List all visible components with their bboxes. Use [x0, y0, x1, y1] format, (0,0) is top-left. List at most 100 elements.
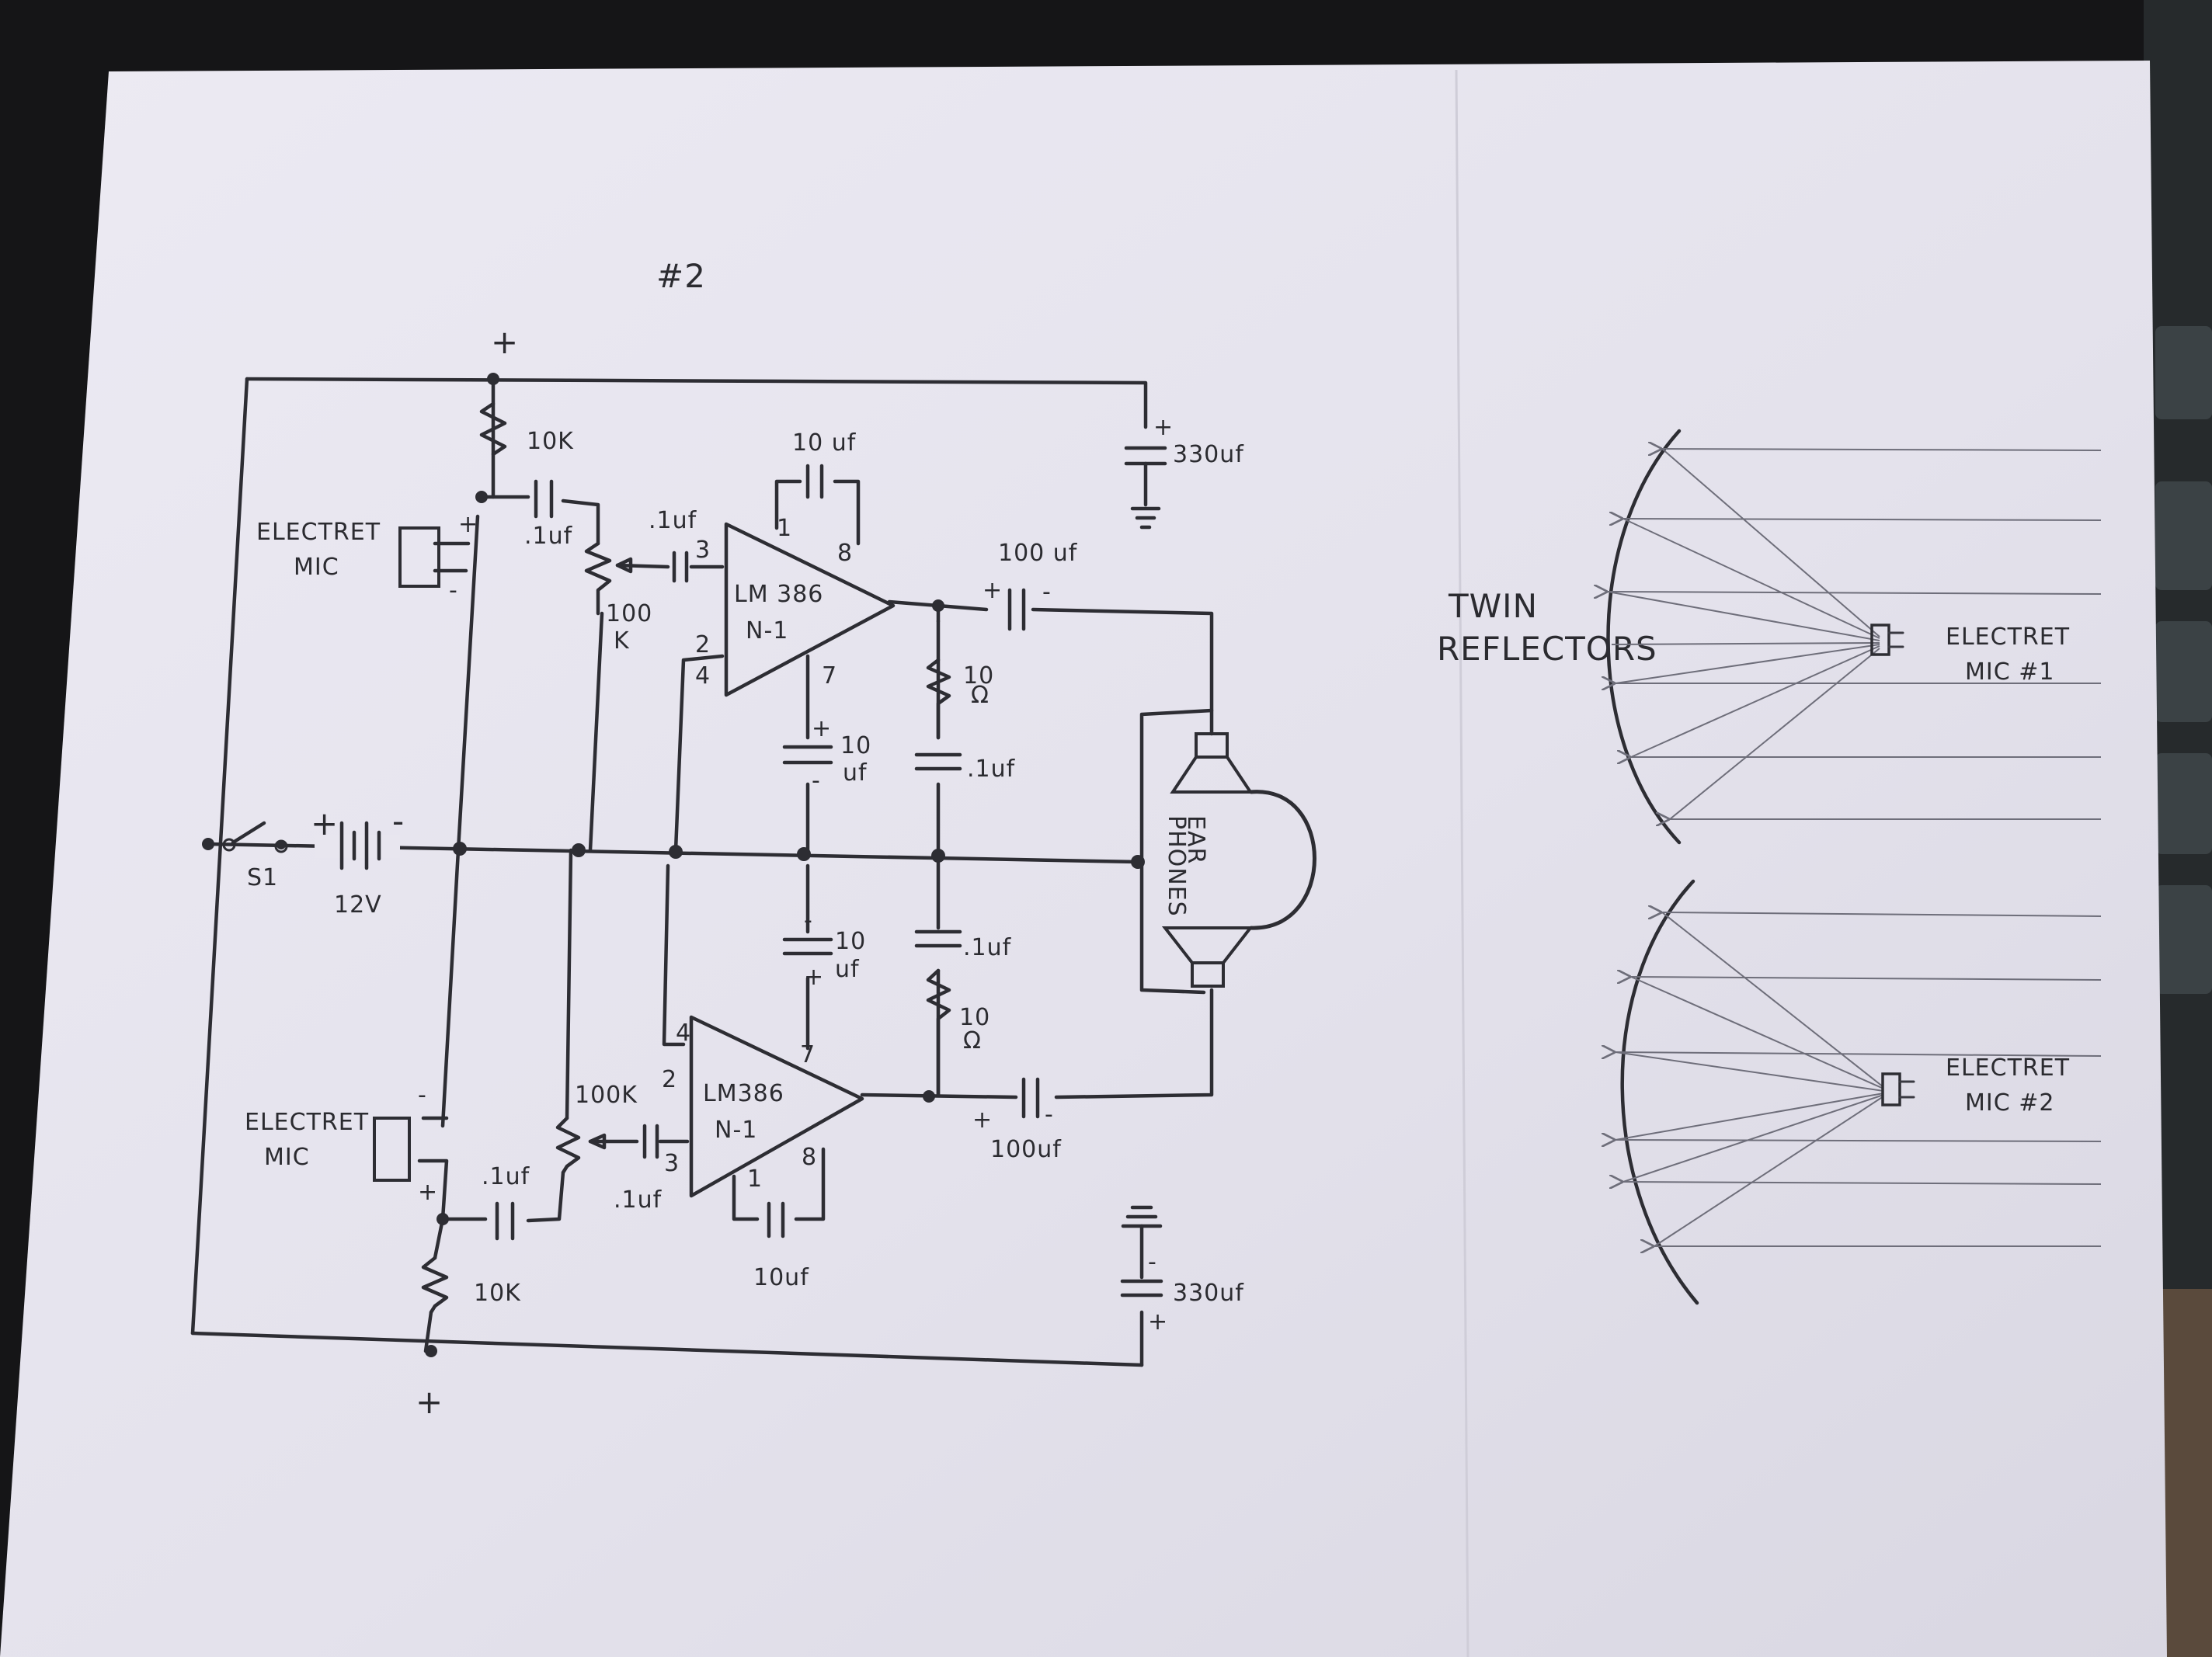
gain-cap-lower-label: 10uf: [753, 1264, 809, 1291]
power-switch: [222, 821, 288, 853]
lm386-lower: [689, 1015, 864, 1198]
coupling-cap-upper-label: .1uf: [524, 523, 573, 550]
volume-pot-lower: [555, 1116, 581, 1175]
upper-pin1: 1: [777, 515, 792, 542]
zobel-resistor-upper-unit: Ω: [971, 682, 989, 709]
pot-wiper-arrow-upper: [615, 557, 633, 574]
reflector-mic-2: [1881, 1072, 1901, 1106]
mic-lower-plus: +: [418, 1179, 438, 1206]
mic-upper-label-1: ELECTRET: [256, 519, 381, 546]
lm386-upper: [724, 522, 896, 697]
laptop-key: [2155, 753, 2212, 854]
bypass-cap-upper-minus: -: [812, 767, 821, 794]
lm386-upper-label-2: N-1: [746, 617, 788, 644]
mic-lower-minus: -: [418, 1082, 427, 1109]
output-cap-lower: [1021, 1077, 1040, 1119]
input-cap-lower: [642, 1124, 659, 1159]
lm386-lower-label-1: LM386: [703, 1080, 784, 1107]
laptop-key: [2155, 885, 2212, 994]
input-cap-upper: [672, 551, 689, 583]
filter-cap-lower-minus: -: [1148, 1249, 1157, 1276]
coupling-cap-upper: [534, 479, 554, 519]
lower-pin4: 4: [676, 1020, 691, 1047]
resistor-10k-upper-label: 10K: [527, 428, 574, 455]
zobel-resistor-lower-value: 10: [959, 1004, 990, 1031]
filter-cap-upper-plus: +: [1153, 414, 1174, 441]
resistor-10k-lower-label: 10K: [474, 1280, 521, 1307]
zobel-cap-lower-label: .1uf: [963, 934, 1012, 961]
reflectors-title-1: TWIN: [1448, 587, 1538, 625]
pot-wiper-arrow-lower: [588, 1133, 607, 1150]
upper-pin2: 2: [695, 631, 711, 658]
page-number: #2: [656, 257, 706, 295]
electret-mic-upper: [398, 526, 440, 588]
circuit-wiring: [190, 377, 1214, 1367]
mic-upper-plus: +: [458, 511, 478, 538]
bypass-cap-upper: [782, 745, 833, 765]
upper-pin7: 7: [822, 662, 837, 690]
lower-pin3: 3: [664, 1150, 680, 1177]
junction-dots: [202, 373, 1145, 1357]
output-cap-lower-plus: +: [972, 1106, 993, 1134]
coupling-cap-lower: [495, 1201, 515, 1241]
output-cap-upper-minus: -: [1042, 578, 1052, 606]
laptop-key: [2155, 326, 2212, 419]
filter-cap-upper: [1124, 446, 1167, 530]
battery-voltage: 12V: [334, 891, 382, 919]
input-cap-upper-label: .1uf: [649, 507, 697, 534]
output-cap-lower-minus: -: [1045, 1101, 1054, 1128]
output-cap-lower-label: 100uf: [990, 1136, 1062, 1163]
gain-cap-upper: [805, 464, 824, 499]
earphones-label-1: EAR: [1182, 815, 1209, 864]
reflector-mic-1: [1870, 624, 1890, 656]
filter-cap-lower-plus: +: [1148, 1308, 1168, 1336]
supply-plus-top: +: [491, 323, 519, 361]
earphones-symbol: [1161, 732, 1316, 988]
lower-pin1: 1: [747, 1165, 763, 1193]
upper-pin3: 3: [695, 537, 711, 564]
lower-pin7: 7: [800, 1041, 816, 1068]
lower-pin2: 2: [662, 1066, 677, 1093]
zobel-cap-upper-label: .1uf: [967, 756, 1016, 783]
supply-plus-bottom: +: [416, 1383, 443, 1421]
lm386-upper-label-1: LM 386: [734, 581, 823, 608]
bypass-cap-lower-plus: +: [804, 964, 824, 991]
zobel-resistor-lower-unit: Ω: [963, 1027, 982, 1054]
reflector-dish-1: [1606, 429, 1682, 845]
mic-lower-label-2: MIC: [264, 1144, 310, 1171]
paper-sheet: [0, 61, 2167, 1657]
zobel-resistor-upper-value: 10: [963, 662, 994, 690]
bypass-cap-upper-value: 10: [840, 732, 871, 759]
reflector-rays-1: [1608, 449, 2102, 819]
lm386-lower-label-2: N-1: [715, 1117, 757, 1144]
laptop-key: [2155, 621, 2212, 722]
reflector-mic-2-label-2: MIC #2: [1965, 1089, 2054, 1117]
pot-lower-label: 100K: [575, 1082, 638, 1109]
bypass-cap-lower: [782, 937, 833, 956]
zobel-resistor-upper: [926, 658, 951, 740]
gain-cap-upper-label: 10 uf: [792, 429, 857, 457]
upper-pin4: 4: [695, 662, 711, 690]
bypass-cap-upper-plus: +: [812, 715, 832, 742]
bypass-cap-lower-value: 10: [835, 928, 866, 955]
reflector-mic-1-label-2: MIC #1: [1965, 658, 2054, 686]
earphones-label-2: PHONES: [1163, 815, 1190, 917]
filter-cap-lower: [1120, 1205, 1163, 1297]
coupling-cap-lower-label: .1uf: [482, 1163, 530, 1190]
volume-pot-upper: [584, 541, 612, 616]
resistor-10k-lower: [421, 1256, 449, 1315]
reflector-mic-1-label-1: ELECTRET: [1946, 624, 2070, 651]
reflector-dish-2: [1620, 879, 1699, 1305]
upper-pin8: 8: [837, 540, 853, 567]
reflector-rays-2: [1616, 912, 2102, 1246]
resistor-10k-upper: [479, 401, 507, 457]
zobel-cap-upper: [914, 752, 962, 771]
reflector-mic-2-label-1: ELECTRET: [1946, 1054, 2070, 1082]
filter-cap-lower-label: 330uf: [1173, 1280, 1244, 1307]
mic-lower-label-1: ELECTRET: [245, 1109, 369, 1136]
bypass-cap-upper-unit: uf: [843, 759, 868, 787]
bypass-cap-lower-minus: -: [804, 907, 813, 934]
output-cap-upper: [1007, 588, 1026, 631]
paper-fold: [1455, 69, 1469, 1657]
